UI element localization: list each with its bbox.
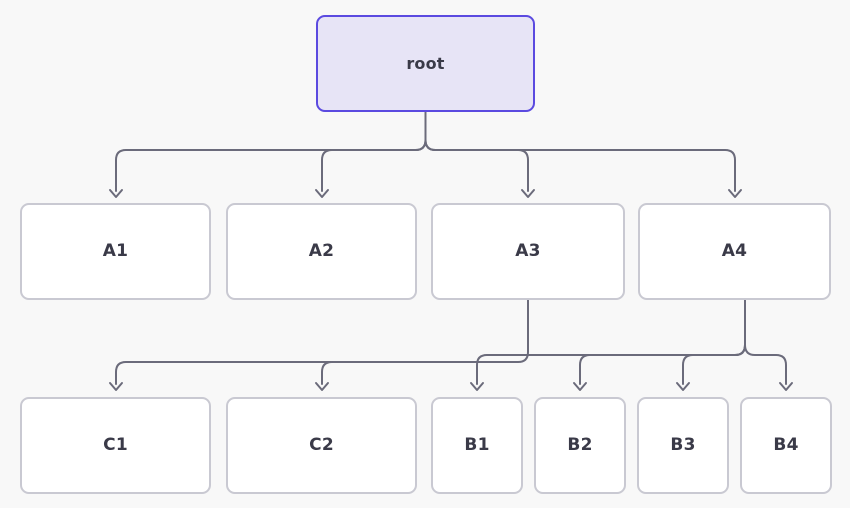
edge-root-a4 — [424, 139, 736, 192]
arrowhead-a3-c2 — [315, 382, 329, 391]
node-a1-label: A1 — [102, 241, 129, 261]
arrowhead-a3-c1 — [109, 382, 123, 391]
node-root[interactable]: root — [316, 15, 535, 112]
edge-a4-b3 — [682, 344, 746, 385]
arrowhead-a4-b4 — [779, 382, 793, 391]
node-b1[interactable]: B1 — [431, 397, 523, 494]
arrowhead-root-a3 — [521, 189, 535, 198]
arrowhead-a4-b3 — [676, 382, 690, 391]
arrowhead-a4-b1 — [470, 382, 484, 391]
node-c2-label: C2 — [309, 435, 334, 455]
arrowhead-root-a4 — [728, 189, 742, 198]
edge-a3-stem — [331, 299, 529, 363]
node-b4[interactable]: B4 — [740, 397, 832, 494]
node-a2-label: A2 — [308, 241, 335, 261]
edge-a4-b2 — [579, 344, 746, 385]
node-c2[interactable]: C2 — [226, 397, 417, 494]
edge-root-a3 — [424, 139, 529, 192]
node-a1[interactable]: A1 — [20, 203, 211, 300]
node-a4[interactable]: A4 — [638, 203, 831, 300]
arrowhead-a4-b2 — [573, 382, 587, 391]
node-a3-label: A3 — [515, 241, 541, 261]
node-a3[interactable]: A3 — [431, 203, 625, 300]
arrowhead-root-a2 — [315, 189, 329, 198]
node-c1[interactable]: C1 — [20, 397, 211, 494]
edge-root-a2 — [321, 139, 427, 192]
node-b2[interactable]: B2 — [534, 397, 626, 494]
node-a4-label: A4 — [721, 241, 748, 261]
node-b3[interactable]: B3 — [637, 397, 729, 494]
edge-root-a1 — [115, 139, 427, 192]
edge-a4-b4 — [744, 344, 787, 385]
edge-a4-b1 — [476, 344, 746, 385]
node-b1-label: B1 — [464, 435, 490, 455]
node-b4-label: B4 — [773, 435, 799, 455]
edge-a3-c1 — [115, 361, 333, 385]
node-root-label: root — [406, 53, 445, 73]
node-b2-label: B2 — [567, 435, 593, 455]
node-c1-label: C1 — [103, 435, 128, 455]
arrowhead-root-a1 — [109, 189, 123, 198]
node-b3-label: B3 — [670, 435, 696, 455]
edge-a3-c2 — [321, 361, 333, 385]
node-a2[interactable]: A2 — [226, 203, 417, 300]
